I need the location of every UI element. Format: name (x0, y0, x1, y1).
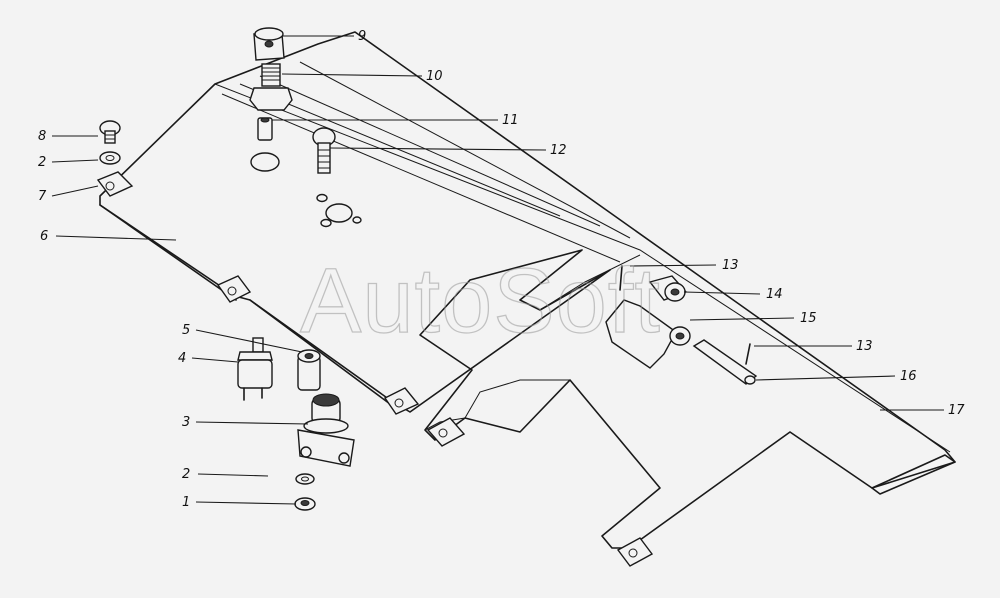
cotter-pin-part-13-right (745, 343, 751, 365)
bolt-part-12 (312, 127, 336, 174)
watermark-text: AutoSoft (300, 250, 661, 352)
callout-13-upper: 13 (722, 258, 739, 273)
hinge-bracket-part-15 (605, 299, 691, 369)
callout-17: 17 (948, 403, 965, 418)
hinge-pin-part-16 (692, 339, 758, 385)
callout-5: 5 (182, 323, 190, 338)
hinge-sleeve-part-14 (648, 275, 688, 302)
callout-14: 14 (766, 287, 783, 302)
callout-15: 15 (800, 311, 817, 326)
washer-part-2-lower (295, 473, 315, 485)
callout-12: 12 (550, 143, 567, 158)
callout-13-lower: 13 (856, 339, 873, 354)
switch-part-4 (237, 337, 273, 401)
callout-16: 16 (900, 369, 917, 384)
screw-part-8 (99, 120, 121, 144)
callout-10: 10 (426, 69, 443, 84)
mounting-tab-bottom-b (616, 537, 654, 567)
callout-4: 4 (178, 351, 186, 366)
washer-part-2-upper (99, 151, 121, 165)
callout-8: 8 (38, 129, 46, 144)
sleeve-part-5 (297, 349, 321, 391)
threaded-switch-part-10 (249, 63, 293, 111)
callout-3: 3 (182, 415, 190, 430)
callout-2-upper: 2 (38, 155, 46, 170)
mounting-tab-left (96, 171, 134, 197)
mounting-tab-lower (383, 387, 420, 415)
mounting-tab-mid (216, 275, 252, 303)
callout-labels: 9 10 11 12 8 2 7 6 13 14 15 13 16 17 5 4… (38, 29, 965, 510)
nut-part-1 (294, 497, 316, 511)
panel-holes (250, 152, 362, 228)
callout-11: 11 (502, 113, 519, 128)
plunger-part-11 (257, 117, 273, 141)
callout-1: 1 (182, 495, 190, 510)
callout-6: 6 (40, 229, 48, 244)
knob-cap-part-9 (253, 27, 285, 61)
callout-9: 9 (358, 29, 366, 44)
mounting-tab-bottom-a (426, 417, 466, 447)
instrument-panel-base (99, 31, 956, 549)
callout-2-lower: 2 (182, 467, 190, 482)
sensor-part-3 (297, 393, 355, 467)
callout-7: 7 (38, 189, 47, 204)
leader-lines (51, 35, 944, 505)
cotter-pin-part-13-left (619, 265, 623, 291)
